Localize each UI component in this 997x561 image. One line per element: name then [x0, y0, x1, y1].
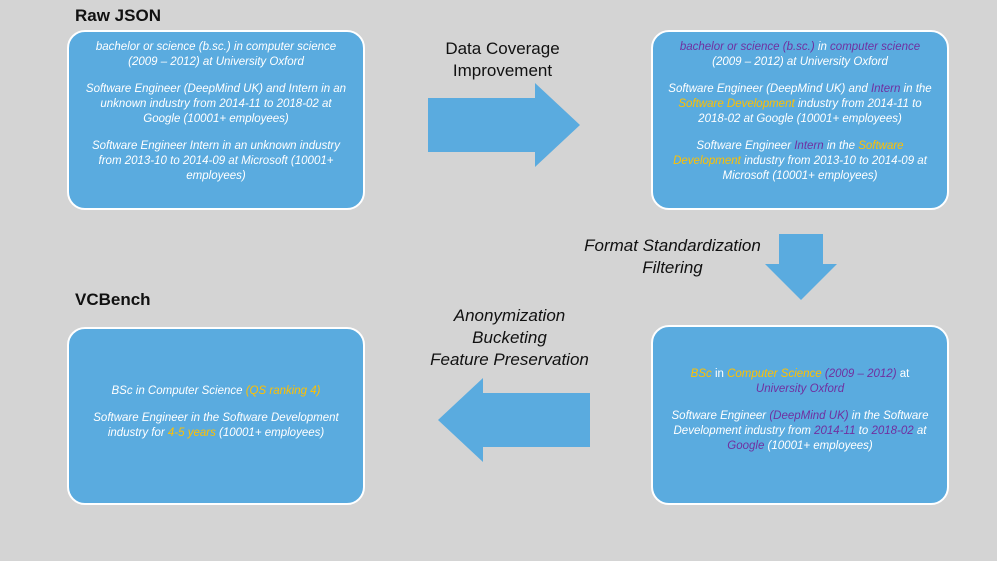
standardized-box: BSc in Computer Science (2009 – 2012) at… [651, 325, 949, 505]
step-anon-line-2: Bucketing [472, 328, 547, 348]
step-data-coverage: Data Coverage Improvement [420, 38, 585, 82]
raw-json-box: bachelor or science (b.sc.) in computer … [67, 30, 365, 210]
raw-json-heading: Raw JSON [75, 6, 161, 25]
step-format-line-2: Filtering [642, 258, 703, 278]
step-format-standardization: Format Standardization Filtering [565, 235, 780, 279]
raw-job-1: Software Engineer (DeepMind UK) and Inte… [85, 82, 347, 125]
left-arrow-icon [438, 378, 590, 462]
step-anon-line-3: Feature Preservation [430, 350, 589, 370]
coverage-education: bachelor or science (b.sc.) in computer … [679, 41, 921, 68]
coverage-job-1: Software Engineer (DeepMind UK) and Inte… [668, 82, 932, 125]
standardized-education: BSc in Computer Science (2009 – 2012) at… [690, 368, 910, 395]
step-coverage-line-1: Data Coverage [445, 39, 560, 58]
step-anonymization: Anonymization Bucketing Feature Preserva… [412, 305, 607, 371]
vcbench-education: BSc in Computer Science (QS ranking 4) [111, 385, 321, 397]
step-format-line-1: Format Standardization [584, 236, 761, 255]
down-arrow-icon [765, 234, 837, 300]
step-anon-line-1: Anonymization [453, 306, 566, 325]
raw-job-2: Software Engineer Intern in an unknown i… [91, 139, 341, 182]
coverage-box: bachelor or science (b.sc.) in computer … [651, 30, 949, 210]
vcbench-box: BSc in Computer Science (QS ranking 4) S… [67, 327, 365, 505]
coverage-job-2: Software Engineer Intern in the Software… [673, 139, 927, 182]
right-arrow-icon [428, 83, 580, 167]
step-coverage-line-2: Improvement [452, 61, 553, 81]
standardized-job-1: Software Engineer (DeepMind UK) in the S… [671, 409, 929, 452]
vcbench-job-1: Software Engineer in the Software Develo… [93, 411, 339, 439]
vcbench-heading: VCBench [75, 290, 151, 309]
raw-education: bachelor or science (b.sc.) in computer … [95, 41, 337, 68]
